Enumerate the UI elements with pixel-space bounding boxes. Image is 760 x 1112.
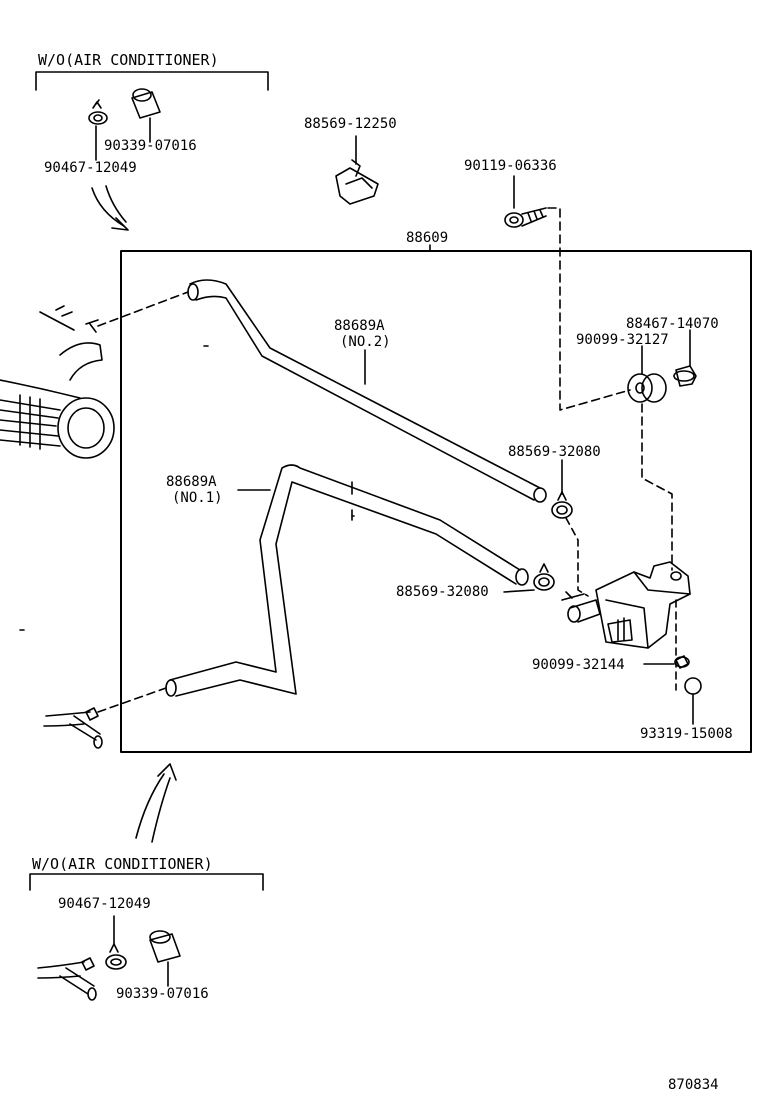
hose-no2-part [187, 279, 547, 503]
washer-label: 93319-15008 [640, 726, 733, 742]
nut-part [674, 655, 690, 669]
dash-to-hose-no1 [97, 687, 167, 713]
clamp-upper-label: 88569-32080 [508, 444, 601, 460]
bottom-group-bracket [29, 873, 264, 891]
hose-no2-label: 88689A [334, 318, 385, 334]
bottom-arrow-1 [135, 773, 165, 839]
grommet-label: 90099-32127 [576, 332, 669, 348]
collar-label: 88467-14070 [626, 316, 719, 332]
clamp-dash-path [565, 517, 589, 597]
dash-to-hose-no2 [97, 291, 189, 327]
top-group-bracket [35, 71, 269, 91]
top-group-title: W/O(AIR CONDITIONER) [38, 51, 219, 69]
clip-top-part [335, 159, 379, 205]
top-arrow-1 [91, 187, 125, 227]
grommet-dash-path [641, 403, 673, 571]
bottom-group-title: W/O(AIR CONDITIONER) [32, 855, 213, 873]
hose-no2-sublabel: (NO.2) [340, 334, 391, 350]
hose-no1-label: 88689A [166, 474, 217, 490]
top-clamp-label: 90467-12049 [44, 160, 137, 176]
clip-top-label: 88569-12250 [304, 116, 397, 132]
bottom-hose-part [149, 930, 181, 963]
bottom-hose-label: 90339-07016 [116, 986, 209, 1002]
bolt-label: 90119-06336 [464, 158, 557, 174]
clamp-upper-part [551, 491, 573, 519]
top-hose-label: 90339-07016 [104, 138, 197, 154]
washer-part [684, 677, 702, 695]
top-clamp-part [88, 99, 108, 125]
bottom-clamp-part [105, 943, 127, 970]
figure-number: 870834 [668, 1077, 719, 1093]
bottom-arrow-2 [151, 777, 171, 843]
assembly-frame [120, 250, 752, 753]
top-hose-part [131, 88, 161, 119]
bottom-pipe-fragment [37, 957, 97, 1001]
clamp-lower-part [533, 563, 555, 591]
lower-pipe-fragment [43, 707, 103, 749]
bolt-part [504, 207, 547, 228]
clamp-lower-leader [503, 589, 535, 593]
valve-assembly-part [561, 561, 691, 649]
clamp-lower-label: 88569-32080 [396, 584, 489, 600]
top-arrow-2 [105, 185, 127, 223]
grommet-part [627, 373, 667, 403]
collar-part [673, 365, 697, 387]
bottom-clamp-label: 90467-12049 [58, 896, 151, 912]
assembly-label: 88609 [406, 230, 449, 246]
hose-no1-sublabel: (NO.1) [172, 490, 223, 506]
nut-label: 90099-32144 [532, 657, 625, 673]
bolt-dash-path [547, 207, 631, 411]
engine-fragment [0, 305, 115, 459]
